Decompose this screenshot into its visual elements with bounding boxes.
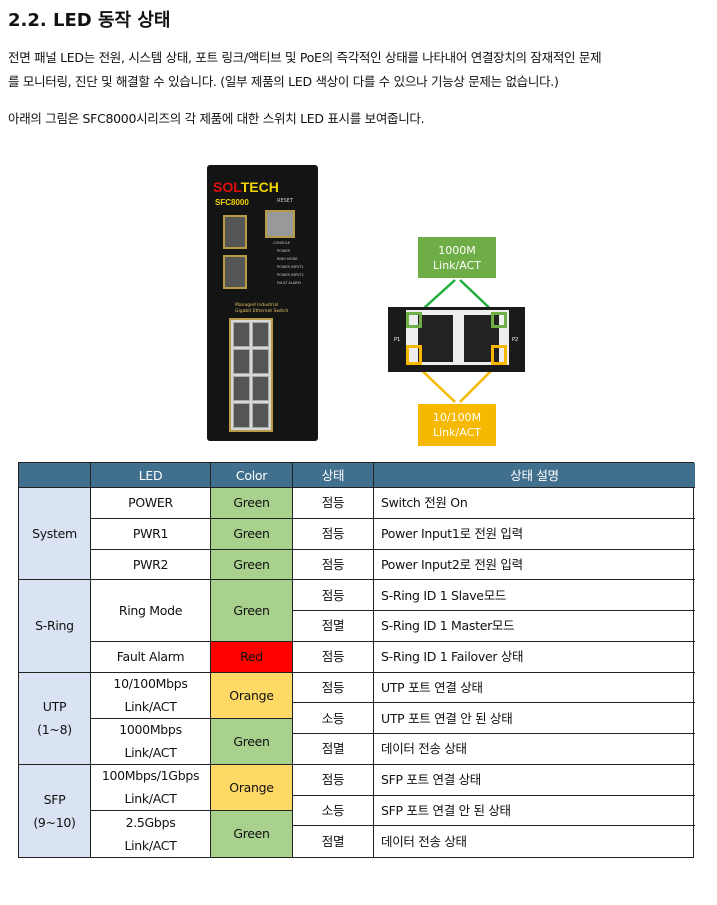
led-status-table: LED Color 상태 상태 설명 System S-Ring UTP(1~8… — [18, 462, 695, 858]
description-cell: UTP 포트 연결 안 된 상태 — [374, 703, 695, 734]
led-label: RING MODE — [277, 257, 298, 261]
group-cell: S-Ring — [19, 580, 91, 673]
led-label: POWER INPUT1 — [277, 265, 304, 269]
led-cell: PWR2 — [91, 549, 211, 581]
paragraph-line: 전면 패널 LED는 전원, 시스템 상태, 포트 링크/액티브 및 PoE의 … — [8, 50, 602, 65]
description-cell: S-Ring ID 1 Master모드 — [374, 611, 695, 642]
description-cell: Power Input1로 전원 입력 — [374, 519, 695, 550]
port-closeup-image: P1 P2 — [388, 307, 525, 372]
header-cell: Color — [211, 463, 293, 488]
led-cell: PWR1 — [91, 518, 211, 550]
paragraph-line: 를 모니터링, 진단 및 해결할 수 있습니다. (일부 제품의 LED 색상이… — [8, 74, 559, 89]
description-cell: Switch 전원 On — [374, 488, 695, 519]
model-label: SFC8000 — [215, 198, 249, 207]
header-cell: 상태 설명 — [374, 463, 695, 488]
description-cell: Power Input2로 전원 입력 — [374, 550, 695, 581]
group-cell: System — [19, 488, 91, 581]
state-cell: 점등 — [293, 764, 374, 796]
header-cell — [19, 463, 91, 488]
description-cell: S-Ring ID 1 Failover 상태 — [374, 642, 695, 673]
color-cell: Orange — [211, 764, 293, 811]
description-cell: 데이터 전송 상태 — [381, 834, 467, 850]
state-cell: 점등 — [293, 549, 374, 581]
description-cell: UTP 포트 연결 상태 — [374, 673, 695, 704]
state-cell: 점등 — [293, 672, 374, 704]
brand-logo: SOLTECH — [213, 179, 279, 195]
group-cell: SFP(9~10) — [19, 764, 91, 857]
paragraph-line: 아래의 그림은 SFC8000시리즈의 각 제품에 대한 스위치 LED 표시를… — [8, 111, 425, 126]
description-cell: S-Ring ID 1 Slave모드 — [374, 580, 695, 611]
color-cell: Orange — [211, 672, 293, 719]
color-cell: Green — [211, 580, 293, 642]
console-port — [265, 210, 295, 238]
led-label: CONSOLE — [273, 241, 290, 245]
sfp-port — [223, 255, 247, 289]
reset-label: RESET — [277, 198, 294, 204]
color-cell: Green — [211, 810, 293, 857]
description-cell: 데이터 전송 상태 — [374, 734, 695, 765]
state-cell: 소등 — [293, 703, 374, 734]
state-cell: 점등 — [293, 641, 374, 673]
group-cell: UTP(1~8) — [19, 672, 91, 765]
led-cell: POWER — [91, 488, 211, 519]
state-cell: 점멸 — [293, 826, 374, 857]
description-cell: SFP 포트 연결 안 된 상태 — [374, 796, 695, 827]
state-cell: 점등 — [293, 488, 374, 519]
state-cell: 점멸 — [293, 734, 374, 765]
color-cell: Red — [211, 641, 293, 673]
state-cell: 점등 — [293, 518, 374, 550]
led-label: POWER — [277, 249, 290, 253]
color-cell: Green — [211, 488, 293, 519]
led-cell: Fault Alarm — [91, 641, 211, 673]
color-cell: Green — [211, 549, 293, 581]
led-cell: Ring Mode — [91, 580, 211, 642]
sfp-port — [223, 215, 247, 249]
state-cell: 점등 — [293, 580, 374, 611]
led-label: FAULT ALARM — [277, 281, 301, 285]
color-cell: Green — [211, 518, 293, 550]
section-heading: 2.2. LED 동작 상태 — [8, 10, 171, 31]
description-cell: SFP 포트 연결 상태 — [374, 765, 695, 796]
state-cell: 소등 — [293, 795, 374, 827]
state-cell: 점멸 — [293, 611, 374, 642]
rj45-port-grid — [229, 318, 273, 432]
led-label: POWER INPUT2 — [277, 273, 304, 277]
switch-front-image: SOLTECH SFC8000 RESET CONSOLE POWER RING… — [207, 165, 318, 441]
led-arrows — [412, 279, 501, 403]
header-cell: LED — [91, 463, 211, 488]
header-cell: 상태 — [293, 463, 374, 488]
color-cell: Green — [211, 718, 293, 765]
